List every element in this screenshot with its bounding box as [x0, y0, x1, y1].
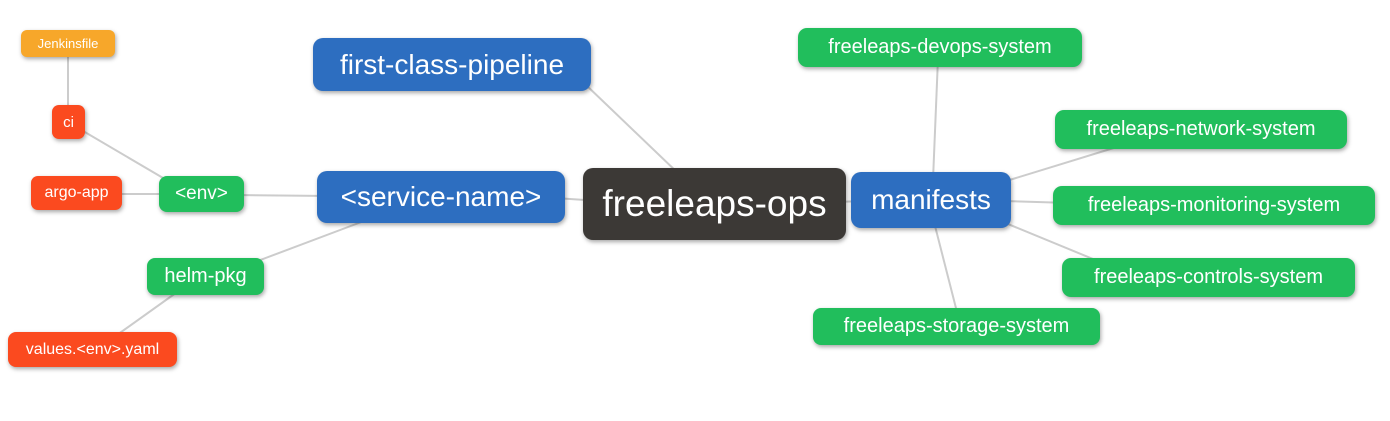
- node-values-env-yaml[interactable]: values.<env>.yaml: [8, 332, 177, 367]
- node-helm-pkg[interactable]: helm-pkg: [147, 258, 264, 295]
- node-label: <service-name>: [340, 181, 542, 212]
- node-label: freeleaps-devops-system: [828, 36, 1052, 58]
- edge-manifests-freeleaps-devops-system: [932, 57, 939, 181]
- node-label: freeleaps-network-system: [1086, 118, 1316, 140]
- node-label: argo-app: [44, 184, 109, 201]
- node-freeleaps-storage-system[interactable]: freeleaps-storage-system: [813, 308, 1100, 345]
- node-freeleaps-network-system[interactable]: freeleaps-network-system: [1055, 110, 1347, 149]
- node-first-class-pipeline[interactable]: first-class-pipeline: [313, 38, 591, 91]
- edge-values-env-yaml-helm-pkg: [109, 289, 181, 341]
- edge-manifests-freeleaps-network-system: [1002, 142, 1131, 183]
- node-label: freeleaps-storage-system: [843, 315, 1070, 337]
- node-label: first-class-pipeline: [339, 48, 565, 80]
- node-freeleaps-monitoring-system[interactable]: freeleaps-monitoring-system: [1053, 186, 1375, 225]
- edge-env-service-name: [234, 194, 331, 197]
- node-freeleaps-devops-system[interactable]: freeleaps-devops-system: [798, 28, 1082, 67]
- node-manifests[interactable]: manifests: [851, 172, 1011, 228]
- node-freeleaps-controls-system[interactable]: freeleaps-controls-system: [1062, 258, 1355, 297]
- node-label: manifests: [871, 184, 991, 215]
- node-freeleaps-ops[interactable]: freeleaps-ops: [583, 168, 846, 240]
- node-label: values.<env>.yaml: [25, 340, 160, 358]
- node-ci[interactable]: ci: [52, 105, 85, 139]
- node-label: helm-pkg: [164, 265, 247, 287]
- node-service-name[interactable]: <service-name>: [317, 171, 565, 223]
- node-label: <env>: [175, 183, 228, 204]
- edge-ci-env: [77, 127, 176, 186]
- node-label: Jenkinsfile: [37, 36, 99, 51]
- edge-helm-pkg-service-name: [254, 217, 373, 263]
- node-label: freeleaps-controls-system: [1094, 266, 1323, 288]
- edge-first-class-pipeline-freeleaps-ops: [584, 83, 681, 176]
- node-argo-app[interactable]: argo-app: [31, 176, 122, 210]
- node-label: freeleaps-ops: [602, 183, 827, 224]
- node-jenkinsfile[interactable]: Jenkinsfile: [21, 30, 115, 57]
- node-label: ci: [63, 113, 74, 131]
- edge-manifests-freeleaps-storage-system: [933, 221, 959, 317]
- node-env[interactable]: <env>: [159, 176, 244, 212]
- node-label: freeleaps-monitoring-system: [1087, 194, 1341, 216]
